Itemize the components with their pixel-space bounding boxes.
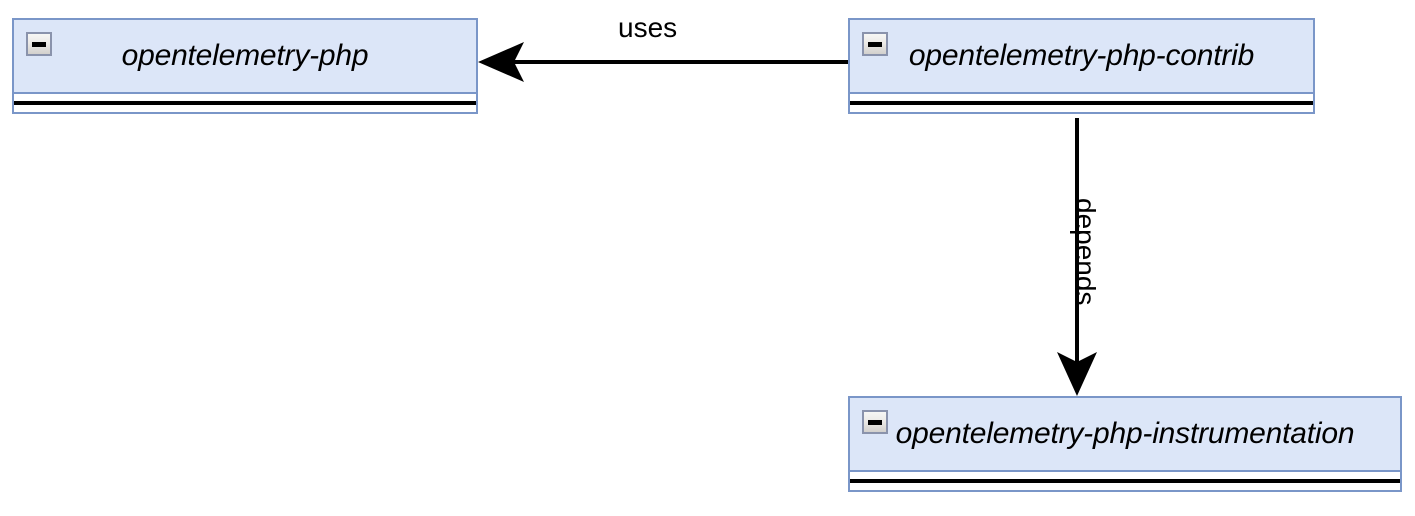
minus-glyph xyxy=(32,41,46,47)
compartment-strip-top xyxy=(850,94,1313,101)
minus-glyph xyxy=(868,41,882,47)
minus-glyph xyxy=(868,419,882,425)
compartment-divider xyxy=(850,101,1313,105)
collapse-minus-icon[interactable] xyxy=(862,410,888,434)
package-compartments xyxy=(848,94,1315,114)
package-title: opentelemetry-php xyxy=(121,39,369,72)
compartment-strip-top xyxy=(850,472,1400,479)
package-title: opentelemetry-php-instrumentation xyxy=(895,417,1355,450)
compartment-divider xyxy=(14,101,476,105)
package-title: opentelemetry-php-contrib xyxy=(908,39,1255,72)
compartment-strip-top xyxy=(14,94,476,101)
compartment-strip-bottom xyxy=(850,483,1400,490)
package-node-opentelemetry-php-contrib[interactable]: opentelemetry-php-contrib xyxy=(848,18,1315,114)
package-node-opentelemetry-php[interactable]: opentelemetry-php xyxy=(12,18,478,114)
package-header: opentelemetry-php-contrib xyxy=(848,18,1315,94)
compartment-divider xyxy=(850,479,1400,483)
package-node-opentelemetry-php-instrumentation[interactable]: opentelemetry-php-instrumentation xyxy=(848,396,1402,492)
edge-uses-arrowhead xyxy=(478,42,524,82)
edge-label-uses: uses xyxy=(618,12,678,43)
package-header: opentelemetry-php xyxy=(12,18,478,94)
compartment-strip-bottom xyxy=(14,105,476,112)
compartment-strip-bottom xyxy=(850,105,1313,112)
package-header: opentelemetry-php-instrumentation xyxy=(848,396,1402,472)
collapse-minus-icon[interactable] xyxy=(26,32,52,56)
package-compartments xyxy=(12,94,478,114)
edge-depends-arrowhead xyxy=(1057,352,1097,396)
edge-uses xyxy=(478,42,848,82)
package-compartments xyxy=(848,472,1402,492)
edge-label-depends: depends xyxy=(1070,198,1101,306)
collapse-minus-icon[interactable] xyxy=(862,32,888,56)
